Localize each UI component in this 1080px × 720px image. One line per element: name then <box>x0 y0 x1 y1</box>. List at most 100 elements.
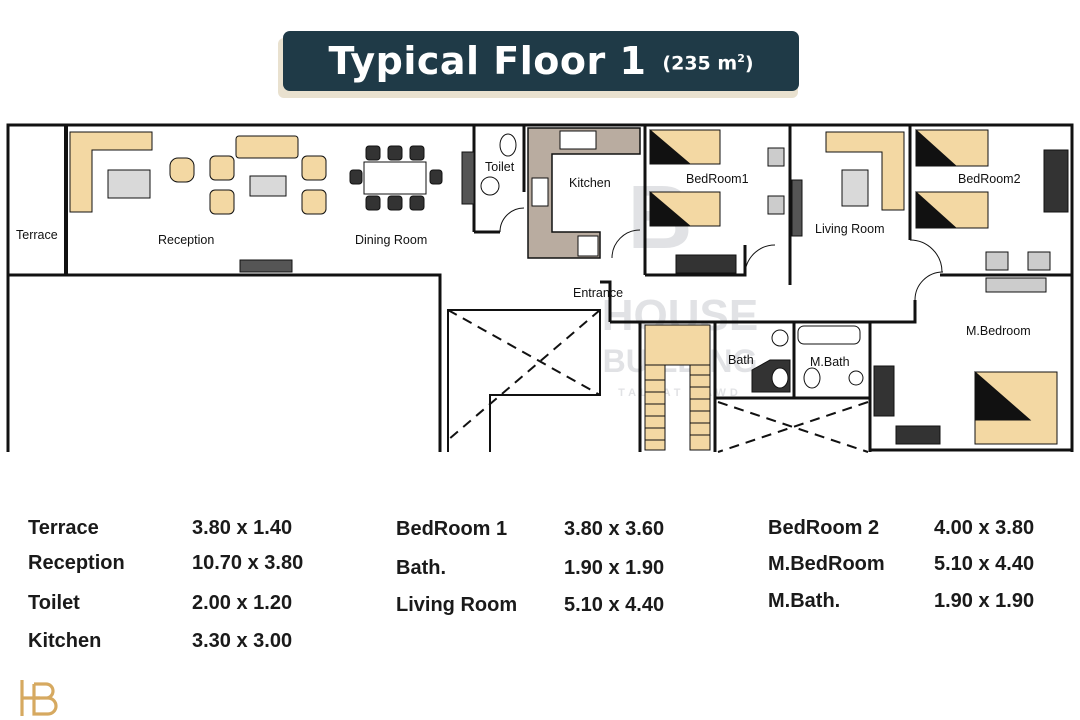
dining-chair <box>365 145 381 161</box>
dining-chair <box>409 195 425 211</box>
reception-l-sofa <box>69 131 153 213</box>
living-furniture <box>791 131 905 237</box>
toilet-fixtures <box>480 133 517 196</box>
bath-basin <box>771 329 789 347</box>
dimension-name: M.Bath. <box>768 590 841 612</box>
label-terrace: Terrace <box>16 228 58 242</box>
logo-b <box>32 682 58 716</box>
living-sofa-top <box>235 135 299 159</box>
terrace-left-wall <box>8 273 442 452</box>
label-toilet: Toilet <box>485 160 515 174</box>
bedroom1-furniture <box>649 128 785 274</box>
dining-table <box>363 161 427 195</box>
dining-chair <box>365 195 381 211</box>
living-tv-unit <box>791 179 803 237</box>
label-bedroom1: BedRoom1 <box>686 172 749 186</box>
bed-1b-blanket <box>649 190 692 227</box>
dining-chair <box>387 145 403 161</box>
page-title: Typical Floor 1 <box>328 39 647 83</box>
door-living <box>909 239 943 273</box>
mbedroom-desk <box>985 277 1047 293</box>
doors <box>499 207 944 301</box>
dimension-name: Kitchen <box>28 630 102 652</box>
dimension-value: 3.30 x 3.00 <box>192 630 293 652</box>
bedroom1-desk-2 <box>767 195 785 215</box>
living-coffee-table <box>841 169 869 207</box>
floor-area-value: (235 m <box>662 52 738 75</box>
bed-2a-blanket <box>915 128 958 167</box>
bath-fixtures <box>751 325 864 393</box>
label-dining: Dining Room <box>355 233 427 247</box>
door-bedroom1 <box>744 244 776 276</box>
dimension-name: Living Room <box>396 594 518 616</box>
reception-furniture <box>69 131 327 273</box>
sink <box>559 130 597 150</box>
label-reception: Reception <box>158 233 214 247</box>
stove <box>531 177 549 207</box>
void-left-outline <box>447 309 601 452</box>
door-mbedroom <box>914 271 944 301</box>
dimension-name: Reception <box>28 552 125 574</box>
label-mbedroom: M.Bedroom <box>966 324 1031 338</box>
dining-chair <box>429 169 443 185</box>
label-living: Living Room <box>815 222 884 236</box>
staircase <box>644 324 711 451</box>
hb-monogram-icon <box>20 680 58 716</box>
outer-wall-top <box>6 123 1074 452</box>
bed-2b-blanket <box>915 190 958 229</box>
bedroom2-desk-2 <box>1027 251 1051 271</box>
dimension-value: 3.80 x 1.40 <box>192 517 293 539</box>
dimension-name: Terrace <box>28 517 99 539</box>
bedroom1-wardrobe <box>675 254 737 274</box>
void-right-diag2 <box>717 401 869 453</box>
bedroom1-desk-1 <box>767 147 785 167</box>
dimension-value: 1.90 x 1.90 <box>564 557 665 579</box>
dining-sideboard <box>461 151 475 205</box>
inner-wall-entrance <box>600 280 612 322</box>
bath-toilet <box>771 367 789 389</box>
floor-area-close: ) <box>744 52 754 75</box>
dining-chair <box>349 169 363 185</box>
floor-area-unit-exponent: 2 <box>737 51 745 65</box>
dining-chair <box>387 195 403 211</box>
door-toilet <box>499 207 525 233</box>
dimension-value: 5.10 x 4.40 <box>564 594 665 616</box>
mbedroom-furniture <box>873 277 1058 445</box>
void-left-diag1 <box>447 309 601 396</box>
floor-plan: B HOUSE BUILDING TALAAT GAWD <box>6 123 1074 453</box>
living-chair-3 <box>301 155 327 181</box>
void-right-diag1 <box>717 401 869 453</box>
dimension-value: 1.90 x 1.90 <box>934 590 1035 612</box>
dimension-value: 5.10 x 4.40 <box>934 553 1035 575</box>
dimension-name: Bath. <box>396 557 446 579</box>
mbath-basin <box>848 370 864 386</box>
door-kitchen <box>611 229 641 259</box>
title-banner: Typical Floor 1 (235 m2) <box>283 31 799 91</box>
stair-landing <box>644 324 711 366</box>
dining-furniture <box>349 145 475 211</box>
reception-armchair <box>169 157 195 183</box>
stair-treads <box>645 374 710 441</box>
master-bed-blanket <box>974 370 1032 421</box>
mbath-tub <box>797 325 861 345</box>
dimension-name: BedRoom 1 <box>396 518 508 540</box>
dimension-name: Toilet <box>28 592 80 614</box>
reception-coffee-table <box>107 169 151 199</box>
mbath-toilet <box>803 367 821 389</box>
dimension-name: BedRoom 2 <box>768 517 880 539</box>
bedroom2-furniture <box>915 128 1069 271</box>
dimension-value: 2.00 x 1.20 <box>192 592 293 614</box>
walls <box>6 123 1074 452</box>
floor-area: (235 m2) <box>662 52 753 74</box>
kitchen-counter-shape <box>527 127 641 259</box>
fridge <box>577 235 599 257</box>
inner-wall-corridor <box>610 300 917 324</box>
toilet-bowl <box>499 133 517 157</box>
void-areas <box>447 309 869 453</box>
bedroom2-wardrobe <box>1043 149 1069 213</box>
dimension-name: M.BedRoom <box>768 553 885 575</box>
living-chair-1 <box>209 155 235 181</box>
